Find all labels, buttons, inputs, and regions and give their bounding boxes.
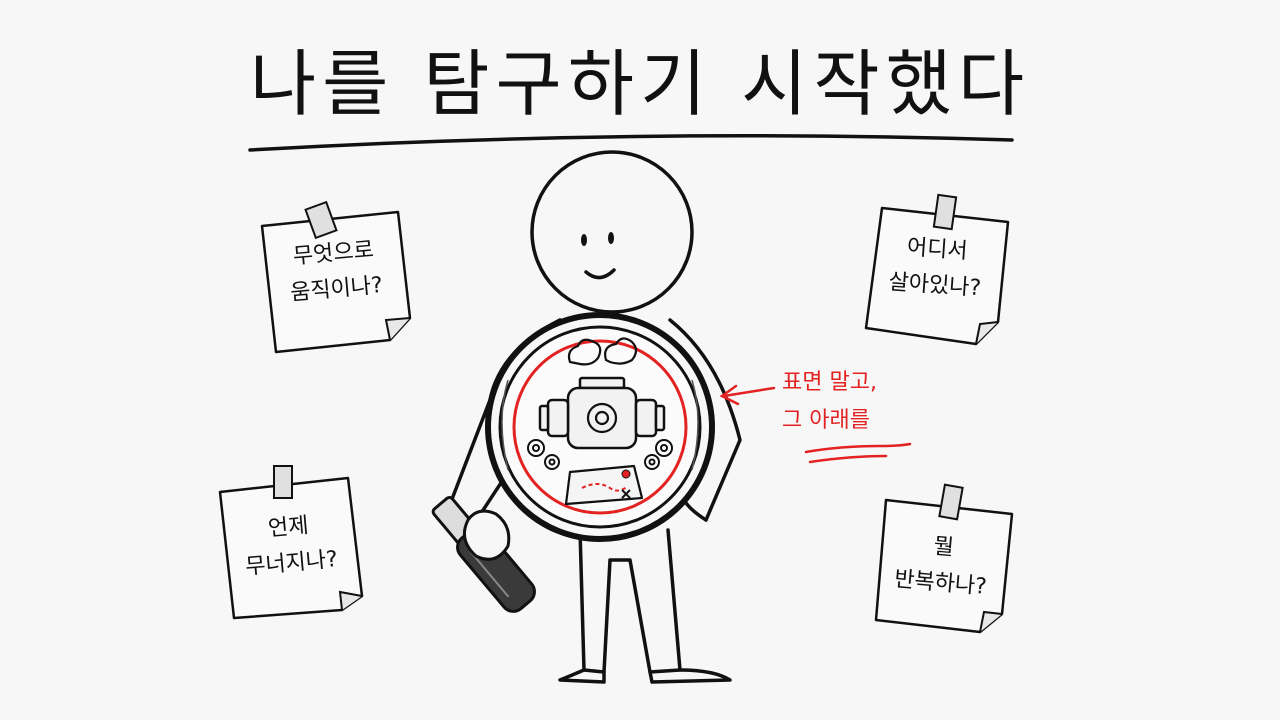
- gear-icon: [586, 402, 618, 434]
- arrow-icon: [719, 384, 776, 406]
- gear-icon: [527, 439, 673, 470]
- note-text-bottom-right: 뭘 반복하나?: [877, 525, 1007, 608]
- magnifying-glass-icon: [431, 312, 715, 613]
- red-annotation: 표면 말고, 그 아래를: [782, 364, 877, 440]
- tape-icon: [932, 193, 958, 231]
- note-text-top-left: 무엇으로 움직이나?: [267, 230, 403, 313]
- tape-icon: [273, 465, 293, 499]
- annotation-line: 그 아래를: [782, 408, 870, 433]
- hand-icon: [462, 509, 511, 561]
- figure-head: [530, 150, 694, 314]
- sticky-note-top-right: [864, 193, 1010, 346]
- steam-icon: [604, 337, 638, 365]
- note-text-top-right: 어디서 살아있나?: [872, 228, 1001, 308]
- sticky-note-bottom-right: [874, 483, 1014, 634]
- sticky-note-top-left: [260, 200, 412, 354]
- tape-icon: [304, 200, 338, 240]
- engine-icon: [538, 376, 666, 450]
- title-underline: [248, 134, 1014, 152]
- note-text-bottom-left: 언제 무너지나?: [225, 505, 355, 588]
- red-underline: [804, 442, 912, 464]
- annotation-line: 표면 말고,: [782, 370, 877, 395]
- steam-icon: [567, 338, 602, 366]
- sticky-note-bottom-left: [218, 465, 364, 620]
- tape-icon: [938, 483, 964, 521]
- page-title: 나를 탐구하기 시작했다: [249, 42, 1031, 126]
